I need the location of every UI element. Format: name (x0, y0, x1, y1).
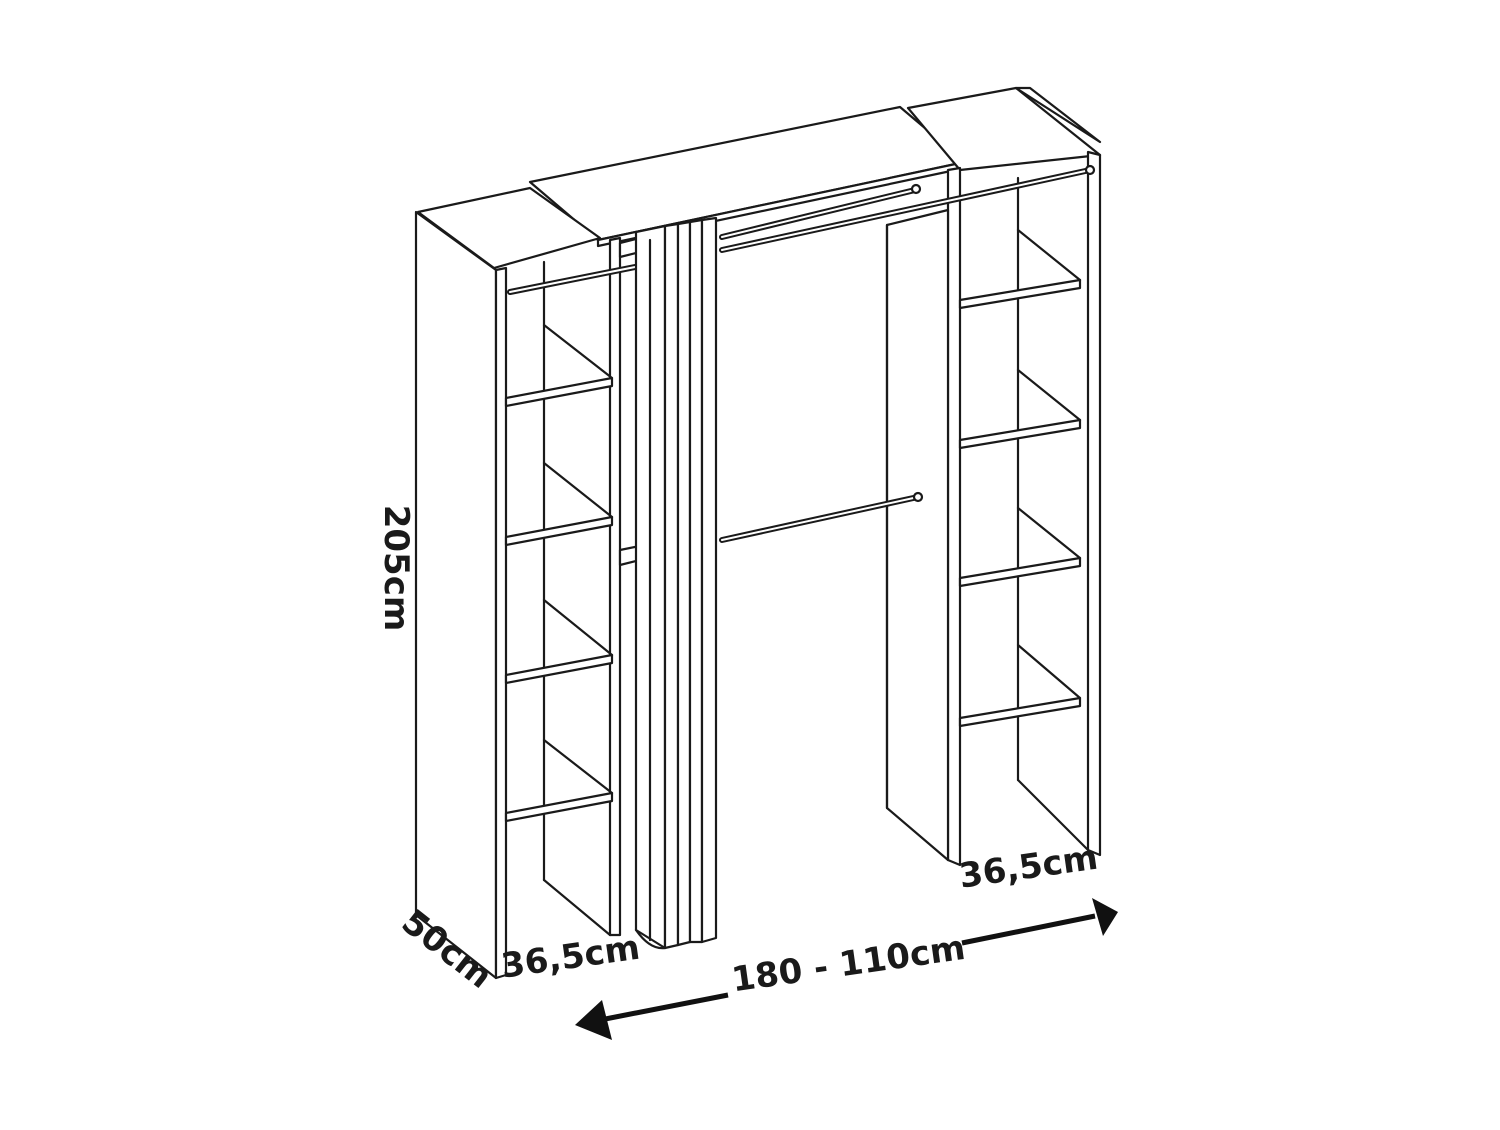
curtain (634, 216, 718, 950)
width-arrow (575, 898, 1118, 1040)
left-width-label: 36,5cm (499, 928, 643, 987)
right-width-label: 36,5cm (957, 838, 1101, 897)
arrow-left-head (575, 1000, 612, 1040)
left-shelf-unit (414, 186, 642, 980)
height-label: 205cm (376, 505, 416, 632)
hanging-rods (507, 164, 1096, 543)
arrow-right-head (1092, 898, 1118, 936)
right-shelf-unit (885, 86, 1102, 867)
total-width-label: 180 - 110cm (729, 928, 968, 1000)
